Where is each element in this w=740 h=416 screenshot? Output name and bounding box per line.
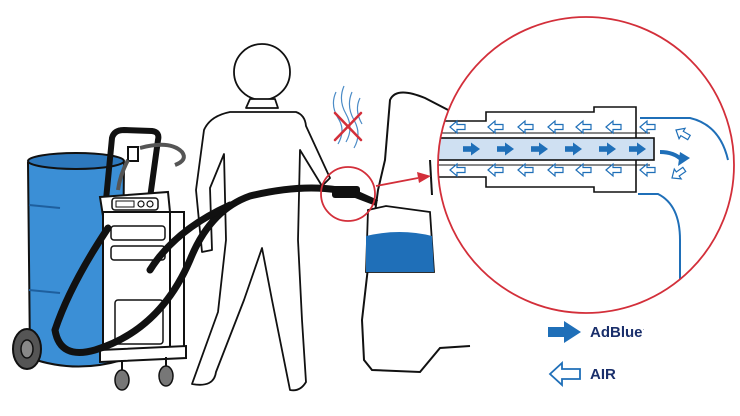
adblue-drum: [26, 152, 126, 368]
flow-arrow-icon: [548, 321, 581, 343]
vehicle-icon: [360, 91, 471, 374]
dispenser-unit: [12, 127, 187, 391]
nozzle: [332, 186, 378, 206]
no-vapor-icon: [333, 111, 363, 142]
zoom-detail: [437, 16, 735, 314]
highlight-circle: [320, 166, 376, 222]
pointer-arrow: [375, 172, 431, 187]
legend-air: AIR: [548, 361, 616, 387]
operator-figure: [191, 43, 331, 392]
legend-adblue: AdBlue·: [548, 320, 645, 344]
vehicle-adblue-tank: [365, 205, 435, 273]
dispensing-hose: [51, 184, 342, 356]
legend-air-label: AIR: [590, 365, 616, 383]
air-arrow-icon: [548, 361, 581, 387]
legend-adblue-label: AdBlue·: [590, 323, 645, 341]
